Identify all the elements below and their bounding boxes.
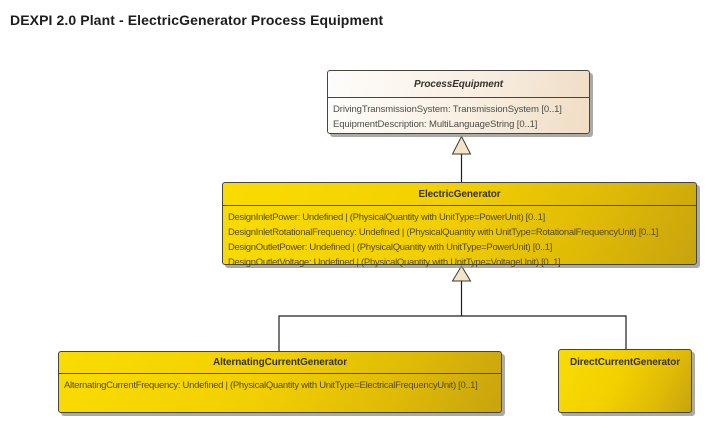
class-header-processequipment: ProcessEquipment (328, 71, 589, 98)
class-header-directcurrentgenerator: DirectCurrentGenerator (559, 350, 691, 374)
class-electricgenerator: ElectricGenerator DesignInletPower: Unde… (222, 182, 697, 268)
generalization-connector-subclasses-to-electricgenerator (278, 265, 627, 351)
class-directcurrentgenerator: DirectCurrentGenerator (558, 349, 692, 413)
class-attributes-alternatingcurrentgenerator: AlternatingCurrentFrequency: Undefined |… (59, 374, 501, 393)
class-name: ElectricGenerator (418, 188, 501, 200)
class-attributes-electricgenerator: DesignInletPower: Undefined | (PhysicalQ… (223, 206, 696, 270)
generalization-connector-electricgenerator-to-processequipment (451, 135, 472, 182)
class-attributes-processequipment: DrivingTransmissionSystem: TransmissionS… (328, 98, 589, 132)
attribute-row: DesignOutletVoltage: Undefined | (Physic… (228, 257, 561, 268)
class-header-alternatingcurrentgenerator: AlternatingCurrentGenerator (59, 352, 501, 374)
attribute-row: DesignInletRotationalFrequency: Undefine… (228, 227, 659, 238)
generalization-arrowhead-icon (451, 135, 472, 155)
class-header-electricgenerator: ElectricGenerator (223, 183, 696, 206)
connector-branch-line (278, 315, 627, 351)
attribute-row: DesignInletPower: Undefined | (PhysicalQ… (228, 212, 545, 223)
class-processequipment: ProcessEquipment DrivingTransmissionSyst… (327, 70, 590, 134)
page-title: DEXPI 2.0 Plant - ElectricGenerator Proc… (10, 12, 384, 28)
class-name: AlternatingCurrentGenerator (213, 357, 347, 368)
attribute-row: DrivingTransmissionSystem: TransmissionS… (333, 104, 562, 115)
attribute-row: DesignOutletPower: Undefined | (Physical… (228, 242, 553, 253)
class-alternatingcurrentgenerator: AlternatingCurrentGenerator AlternatingC… (58, 351, 502, 413)
class-name: DirectCurrentGenerator (569, 357, 681, 368)
attribute-row: EquipmentDescription: MultiLanguageStrin… (333, 119, 538, 130)
attribute-row: AlternatingCurrentFrequency: Undefined |… (64, 380, 478, 391)
class-name: ProcessEquipment (414, 78, 503, 90)
